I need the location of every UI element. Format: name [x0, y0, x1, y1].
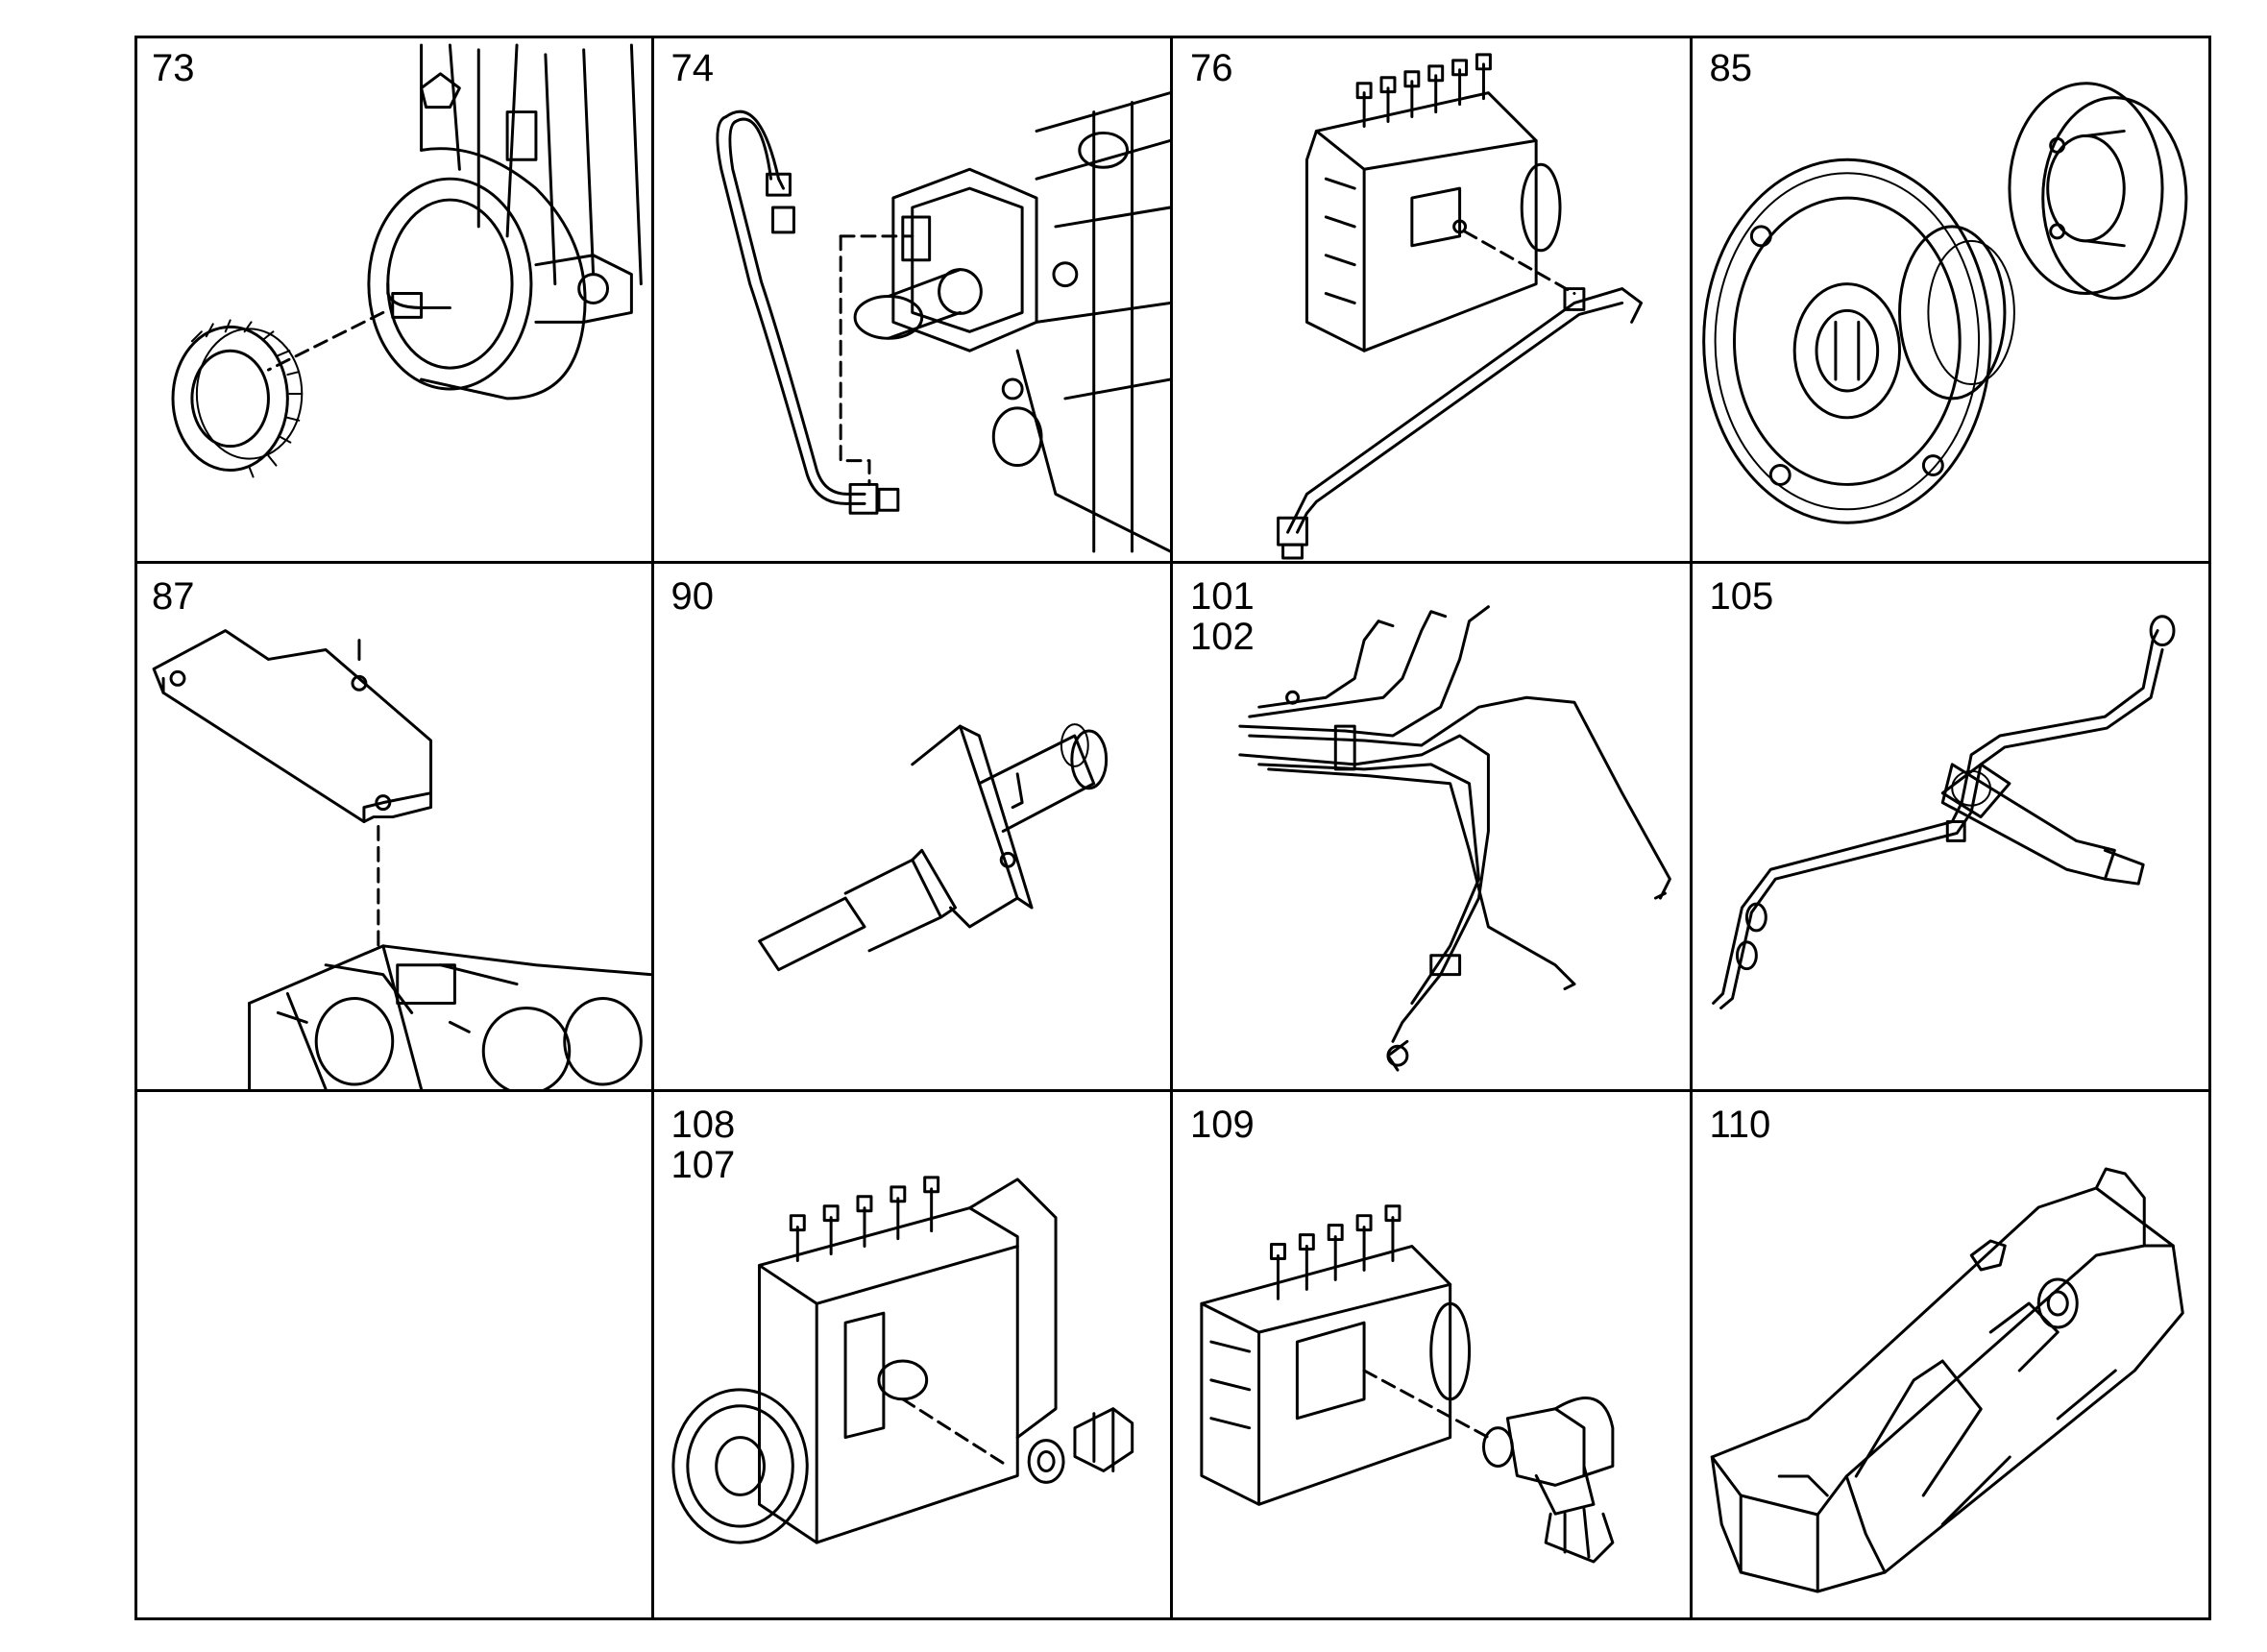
cell-76: 76 [1173, 36, 1693, 564]
ref-number: 101 [1190, 575, 1255, 618]
injection-pipe-set-drawing [1238, 605, 1671, 1072]
cell-empty [134, 1092, 654, 1620]
injector-nozzle-drawing [757, 723, 1108, 972]
injection-pump-pipe-drawing [1277, 53, 1644, 560]
cover-plate-on-block-drawing [152, 629, 651, 1089]
cell-74: 74 [653, 36, 1173, 564]
cell-110: 110 [1693, 1092, 2212, 1620]
ref-number: 110 [1709, 1104, 1771, 1146]
pump-with-banjo-fitting-drawing [1200, 1204, 1615, 1564]
cell-73: 73 [134, 36, 654, 564]
cell-90: 90 [653, 564, 1173, 1092]
cell-108-107: 108 107 [654, 1092, 1173, 1620]
ref-number-secondary: 102 [1190, 616, 1255, 658]
parts-grid: 73 74 [134, 36, 2211, 1620]
leak-off-pipe-drawing [1711, 615, 2175, 1009]
timing-gear-coupling-drawing [1701, 82, 2187, 524]
ref-number-secondary: 107 [670, 1144, 736, 1186]
diagram-frame [134, 36, 2211, 1620]
ref-number: 87 [152, 575, 195, 618]
ref-number: 74 [670, 47, 715, 89]
ref-number: 73 [152, 47, 195, 89]
cell-87: 87 [134, 564, 654, 1092]
cell-101-102: 101 102 [1173, 564, 1693, 1092]
ref-number: 108 [670, 1104, 736, 1146]
cell-109: 109 [1173, 1092, 1693, 1620]
cell-105: 105 [1692, 564, 2211, 1092]
gear-on-pump-shaft-drawing [171, 43, 643, 478]
pump-pipe-fitting-drawing [715, 91, 1170, 553]
ref-number: 109 [1190, 1104, 1255, 1146]
cell-85: 85 [1692, 36, 2211, 564]
ref-number: 90 [670, 575, 715, 618]
ref-number: 76 [1190, 47, 1233, 89]
pump-with-plug-washer-drawing [670, 1176, 1134, 1544]
ref-number: 105 [1709, 575, 1774, 618]
ref-number: 85 [1709, 47, 1753, 89]
side-cover-drawing [1710, 1167, 2184, 1593]
